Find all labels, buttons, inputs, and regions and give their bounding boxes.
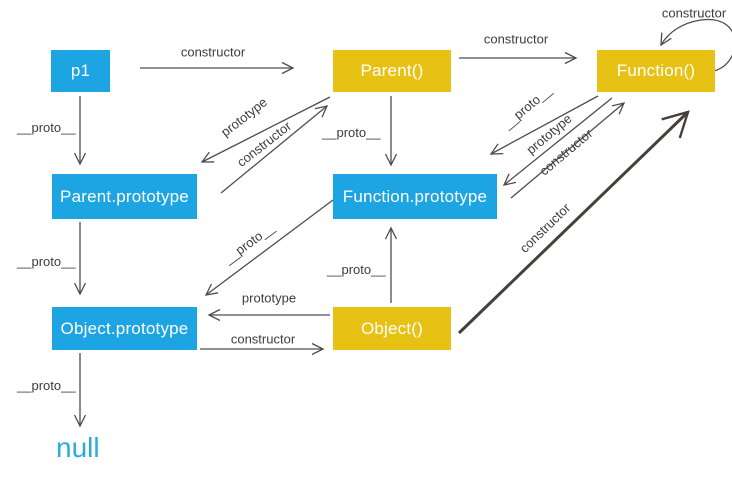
node-parent-prototype: Parent.prototype: [52, 174, 197, 219]
edge-label-prototype: prototype: [241, 290, 297, 306]
node-object-function: Object(): [333, 307, 451, 350]
node-function-function: Function(): [597, 50, 715, 92]
edge-label-constructor: constructor: [483, 31, 549, 47]
edge-functionfn-functionproto-prototype: [502, 97, 613, 186]
edge-functionproto-objectproto-proto: [204, 199, 334, 296]
edge-parentfn-parentproto-prototype: [200, 96, 331, 163]
node-parent-function: Parent(): [333, 50, 451, 92]
edge-label-proto: __proto__: [322, 125, 381, 140]
edge-label-proto: __proto__: [17, 254, 76, 269]
edge-parentproto-parentfn-constructor: [220, 105, 329, 194]
edge-functionproto-functionfn-constructor: [510, 102, 626, 199]
edge-label-constructor: constructor: [180, 44, 246, 60]
node-function-prototype: Function.prototype: [333, 174, 497, 219]
edge-functionfn-self-constructor: [660, 18, 732, 72]
edge-label-constructor: constructor: [661, 5, 727, 21]
edge-label-proto: __proto__: [17, 378, 76, 393]
node-null: null: [56, 432, 100, 463]
edge-label-constructor: constructor: [230, 331, 296, 347]
node-object-prototype: Object.prototype: [52, 307, 197, 350]
edge-functionfn-functionproto-proto: [489, 95, 599, 155]
edge-label-proto: __proto__: [327, 262, 386, 277]
node-p1: p1: [51, 50, 110, 92]
edge-objectfn-functionfn-constructor-thick: [457, 110, 690, 335]
edge-label-proto: __proto__: [17, 120, 76, 135]
